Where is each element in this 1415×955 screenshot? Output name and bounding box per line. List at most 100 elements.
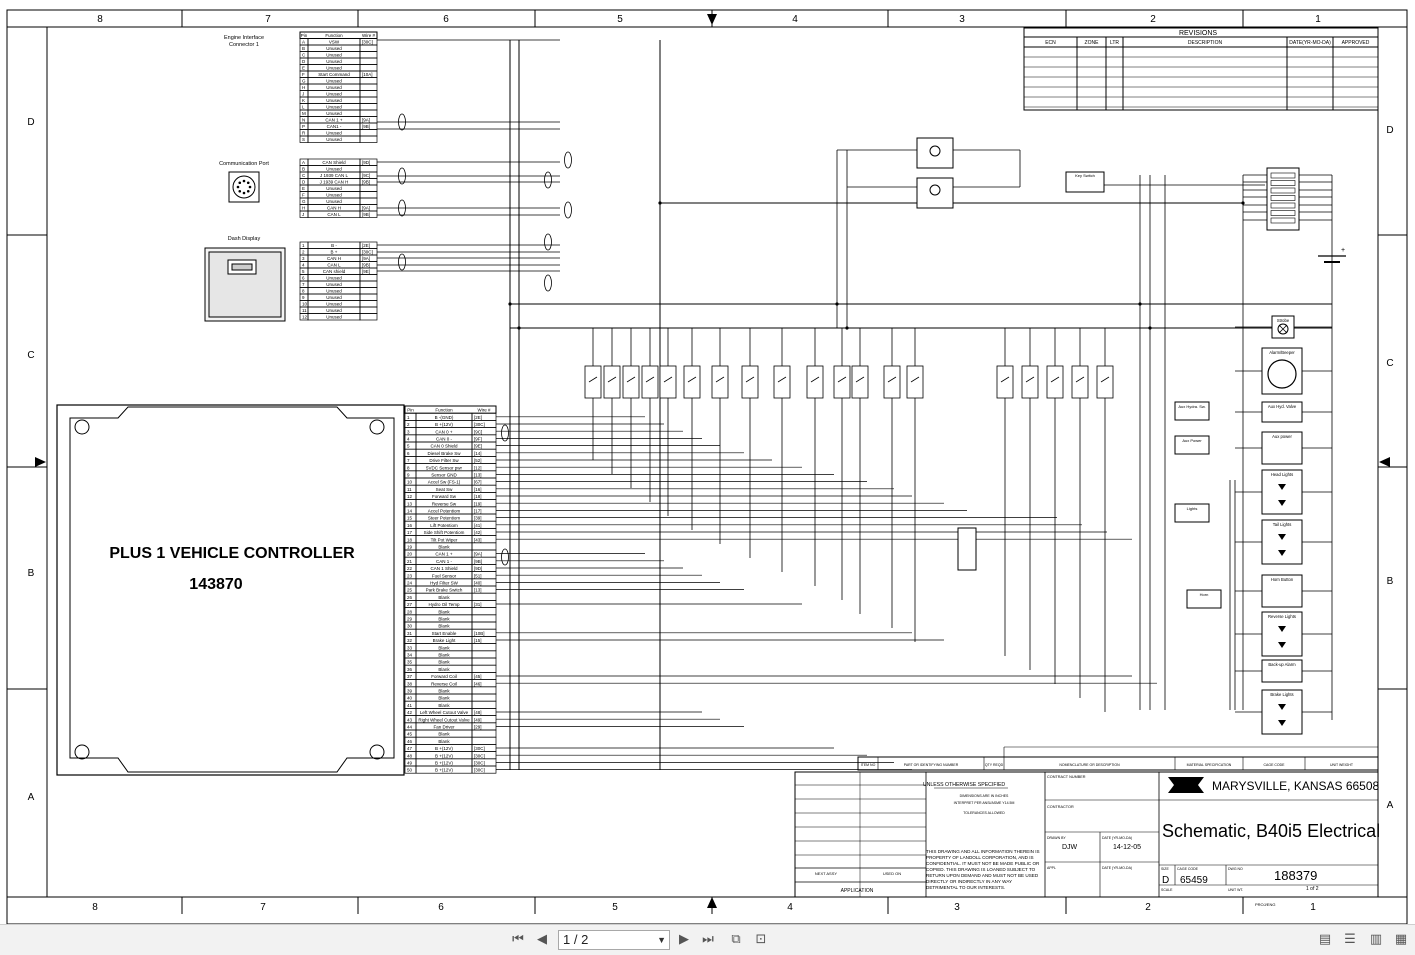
twisted-pair-marker [544, 274, 552, 292]
table-cell-text: B +(12V) [435, 768, 453, 773]
comm-port-pin [238, 181, 242, 185]
table-cell [471, 542, 497, 551]
table-cell-text: Seat Sw [436, 487, 454, 492]
table-cell-text: D [302, 180, 306, 185]
parts-header-cell: UNIT WEIGHT [1330, 763, 1354, 767]
pdf-viewer-toolbar: ⏮ ◀ 1 / 2▼ ▶ ⏭ ⧉ ⊡ ▤ ☰ ▥ ▦ [0, 924, 1415, 955]
row-label-left: B [28, 568, 35, 579]
twisted-pair-marker [564, 201, 572, 219]
table-cell-text: VSW [329, 40, 340, 45]
engine-connector-title: Engine Interface [224, 35, 264, 41]
switch-contact [715, 376, 725, 383]
cage-label: CAGE CODE [1177, 867, 1199, 871]
last-page-icon[interactable]: ⏭ [702, 932, 714, 947]
table-cell-text: [9A] [362, 256, 370, 261]
table-cell-text: 19 [407, 545, 413, 550]
dims-note: DIMENSIONS ARE IN INCHES [960, 794, 1009, 798]
table-cell-text: CAN 1 + [325, 118, 343, 123]
table-cell-text: Unused [326, 186, 342, 191]
zone-label-bottom: 5 [612, 902, 618, 913]
table-cell-text: [30C] [474, 768, 485, 773]
table-cell-text: J [302, 92, 304, 97]
table-cell [471, 664, 497, 673]
table-cell-text: Unused [326, 85, 342, 90]
table-cell-text: P [302, 124, 305, 129]
table-cell-text: 11 [407, 487, 412, 492]
table-cell-text: Forward Sw [432, 494, 457, 499]
table-cell-text: 33 [407, 645, 413, 650]
table-cell-text: 20 [407, 552, 413, 557]
table-cell [471, 621, 497, 630]
table-cell-text: B +(12V) [435, 422, 453, 427]
table-cell [359, 83, 378, 91]
page-number-field[interactable]: 1 / 2▼ [558, 930, 670, 950]
switch-contact [1025, 376, 1035, 383]
table-cell [471, 614, 497, 623]
table-cell-text: 34 [407, 653, 413, 658]
table-cell [359, 313, 378, 321]
drawn-by-value: DJW [1062, 844, 1078, 851]
table-cell-text: Unused [326, 167, 342, 172]
switch-contact [1100, 376, 1110, 383]
unless-specified: UNLESS OTHERWISE SPECIFIED [923, 782, 1006, 788]
table-cell-text: Right Wheel Cutout Valve [418, 717, 470, 722]
table-cell [359, 300, 378, 308]
interpret-note: INTERPRET PER ANSI/ASME Y14.5M [954, 801, 1015, 805]
control-switch [1186, 589, 1222, 609]
table-cell-text: [9B] [362, 180, 370, 185]
switch-contact [626, 376, 636, 383]
continuous-view-icon[interactable]: ☰ [1344, 932, 1356, 947]
table-cell-text: N [302, 118, 305, 123]
switch-contact [607, 376, 617, 383]
single-page-view-icon[interactable]: ▤ [1318, 932, 1332, 947]
table-cell-text: [39] [474, 516, 482, 521]
unit-wt-label: UNIT WT. [1228, 888, 1243, 892]
confidential-notice: THIS DRAWING AND ALL INFORMATION THEREIN… [926, 849, 1040, 854]
zone-label-bottom: 2 [1145, 902, 1151, 913]
next-page-icon[interactable]: ▶ [679, 932, 689, 947]
table-cell-text: 45 [407, 732, 413, 737]
table-cell [359, 184, 378, 192]
table-cell-text: Unused [326, 315, 342, 320]
lamp-diode [1278, 484, 1286, 490]
table-cell-text: CAN 0 - [436, 437, 453, 442]
table-cell-text: CAN 1 - [436, 559, 453, 564]
table-cell-text: 5VDC Sensor pwr [426, 465, 463, 470]
table-cell-text: B +(12V) [435, 753, 453, 758]
table-cell-text: [17] [474, 509, 482, 514]
table-cell-text: 42 [407, 710, 413, 715]
table-cell-text: [30C] [474, 746, 485, 751]
field-device-switch [906, 365, 924, 399]
table-cell-text: Unused [326, 98, 342, 103]
device-tail-lights [1261, 519, 1303, 565]
first-page-icon[interactable]: ⏮ [512, 932, 524, 947]
table-cell-text: [40] [474, 581, 482, 586]
two-page-view-icon[interactable]: ▥ [1369, 932, 1383, 947]
table-cell-text: CAN 0 + [435, 429, 453, 434]
two-page-continuous-icon[interactable]: ▦ [1394, 932, 1408, 947]
table-cell-text: 9 [302, 295, 305, 300]
rotate-icon[interactable]: ⧉ [731, 932, 741, 947]
mounting-hole [369, 744, 385, 760]
revision-header: DESCRIPTION [1188, 40, 1223, 46]
row-label-left: D [27, 117, 34, 128]
key-switch [1065, 171, 1105, 193]
table-cell-text: [13] [474, 473, 482, 478]
table-cell-text: 27 [407, 602, 413, 607]
table-cell-text: 17 [407, 530, 413, 535]
field-device-switch [806, 365, 824, 399]
comm-port-title: Communication Port [219, 161, 269, 167]
table-cell [359, 90, 378, 98]
controller-outline [69, 406, 395, 773]
fuse [1270, 172, 1296, 179]
table-cell-text: 1 [407, 415, 410, 420]
table-cell-text: 2 [407, 422, 410, 427]
table-header-cell: Pin [301, 33, 308, 38]
table-cell-text: Diesel Brake Sw [427, 451, 461, 456]
table-cell-text: F [302, 72, 305, 77]
fit-page-icon[interactable]: ⊡ [755, 932, 767, 947]
prev-page-icon[interactable]: ◀ [537, 932, 547, 947]
field-device-switch [711, 365, 729, 399]
switch-contact [777, 376, 787, 383]
